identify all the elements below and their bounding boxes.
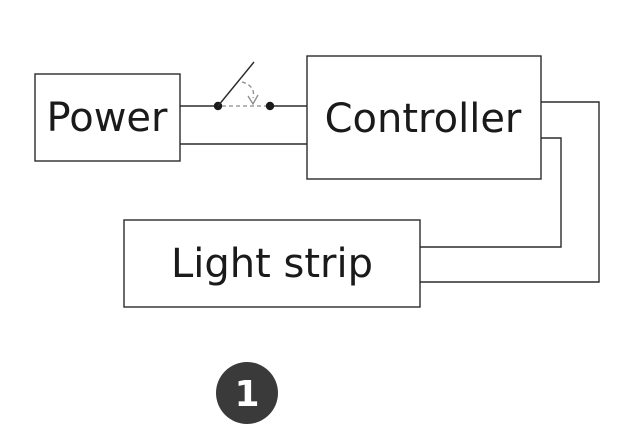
controller-light-strip-wire-inner [420, 137, 562, 248]
power-node: Power [34, 73, 181, 162]
light-strip-box [123, 219, 421, 308]
power-box [34, 73, 181, 162]
step-badge-number: 1 [234, 374, 259, 415]
controller-node: Controller [306, 55, 542, 180]
light-strip-node: Light strip [123, 219, 421, 308]
controller-label: Controller [325, 96, 522, 142]
step-badge: 1 [216, 362, 278, 424]
step-badge-circle [216, 362, 278, 424]
switch [213, 61, 275, 111]
switch-terminal-right [265, 101, 275, 111]
power-label: Power [47, 95, 168, 141]
light-strip-label: Light strip [171, 241, 373, 287]
controller-box [306, 55, 542, 180]
switch-lever [217, 61, 255, 107]
controller-light-strip-wire-outer [420, 101, 600, 283]
switch-motion-arrowhead [247, 94, 259, 106]
switch-motion-arc [241, 81, 255, 99]
